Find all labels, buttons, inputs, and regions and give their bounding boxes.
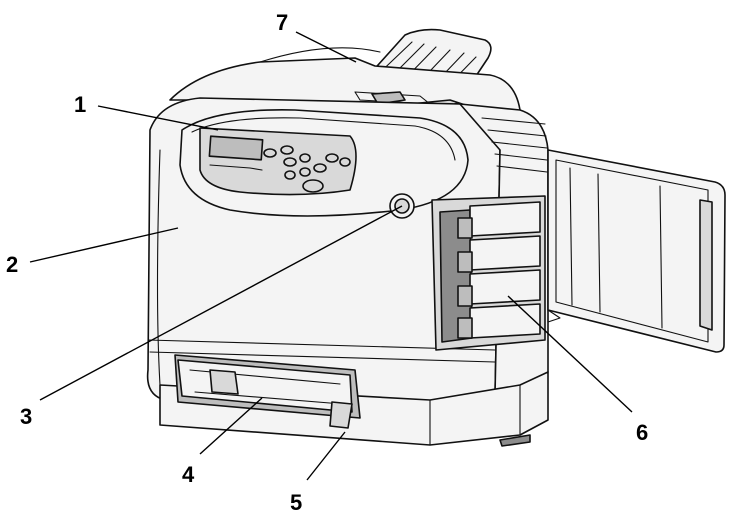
callout-labels: 1 2 3 4 5 6 7	[6, 10, 648, 515]
callout-4: 4	[182, 462, 195, 487]
leader-line-4	[199, 397, 263, 455]
paper-tray[interactable]	[159, 354, 549, 447]
leader-lines	[29, 31, 633, 481]
toner-cartridge[interactable]	[469, 235, 541, 271]
panel-button[interactable]	[339, 157, 351, 167]
callout-7: 7	[276, 10, 288, 35]
callout-5: 5	[290, 490, 302, 515]
lcd-display	[208, 135, 264, 161]
leader-line-6	[507, 295, 633, 413]
side-door-open[interactable]	[547, 149, 726, 353]
leader-line-7	[295, 31, 357, 63]
panel-button[interactable]	[263, 148, 277, 158]
toner-cartridge[interactable]	[469, 269, 541, 305]
leader-line-1	[97, 105, 219, 131]
leader-line-5	[306, 431, 346, 481]
callout-6: 6	[636, 420, 648, 445]
leader-line-2	[29, 227, 179, 263]
control-panel	[179, 109, 469, 217]
top-cover	[169, 47, 521, 119]
toner-cartridge-bay	[431, 195, 546, 351]
panel-button[interactable]	[299, 167, 311, 177]
panel-button[interactable]	[283, 157, 297, 167]
callout-3: 3	[20, 404, 32, 429]
panel-button[interactable]	[302, 179, 324, 193]
toner-cartridge[interactable]	[469, 201, 541, 237]
leader-line-3	[39, 205, 403, 401]
panel-button[interactable]	[299, 153, 311, 163]
toner-cartridge[interactable]	[469, 303, 541, 339]
panel-button[interactable]	[313, 163, 327, 173]
panel-button[interactable]	[325, 153, 339, 163]
callout-2: 2	[6, 252, 18, 277]
panel-button[interactable]	[280, 145, 294, 155]
panel-button[interactable]	[284, 170, 296, 180]
callout-1: 1	[74, 92, 86, 117]
